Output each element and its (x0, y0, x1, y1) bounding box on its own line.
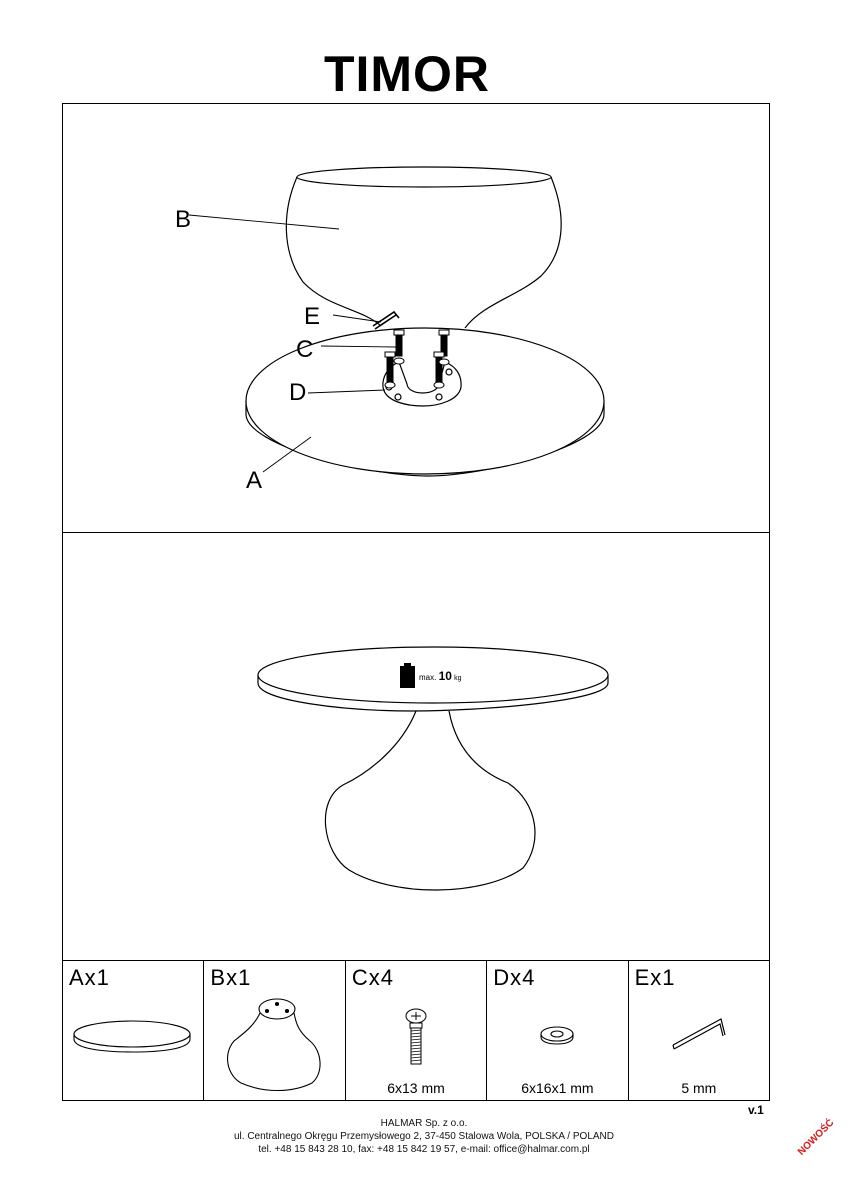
part-label: Ex1 (634, 965, 676, 990)
part-label: Ax1 (69, 965, 110, 990)
label-a: A (246, 467, 263, 494)
label-d: D (289, 379, 307, 406)
footer-address: ul. Centralnego Okręgu Przemysłowego 2, … (233, 1131, 614, 1142)
part-cell-d: Dx4 6x16x1 mm (487, 961, 629, 1100)
version-label: v.1 (748, 1103, 764, 1117)
footer-company: HALMAR Sp. z o.o. (380, 1118, 468, 1129)
washer-icon (540, 1026, 574, 1045)
allen-key-drawing (372, 310, 400, 330)
instruction-frame: B E C D A max. 10 kg Ax1 (62, 103, 770, 1101)
document-title: TIMOR (323, 46, 491, 102)
tabletop-surface (257, 646, 609, 704)
weight-icon (400, 663, 415, 688)
assembly-drawing (188, 166, 605, 477)
screws-drawing (384, 329, 450, 389)
leader-lines (188, 214, 397, 473)
label-c: C (296, 336, 314, 363)
part-dimension: 6x16x1 mm (521, 1080, 594, 1096)
max-value: 10 (438, 669, 452, 683)
parts-list: Ax1 Bx1 Cx4 (63, 961, 769, 1100)
assembly-panel: B E C D A (63, 104, 769, 533)
max-prefix: max. (419, 673, 437, 682)
screw-icon (405, 1008, 427, 1065)
footer: HALMAR Sp. z o.o. ul. Centralnego Okręgu… (0, 1117, 848, 1156)
part-label: Bx1 (210, 965, 252, 990)
label-e: E (304, 303, 321, 330)
part-dimension: 6x13 mm (387, 1080, 445, 1096)
part-cell-c: Cx4 6x13 mm (346, 961, 488, 1100)
tabletop-edge (257, 675, 609, 712)
part-cell-e: Ex1 5 mm (629, 961, 769, 1100)
assembled-table-drawing (257, 646, 609, 891)
part-b-icon (227, 998, 321, 1091)
allen-key-icon (672, 1018, 726, 1050)
base-shell-b-drawing (285, 166, 562, 329)
label-b: B (175, 206, 192, 233)
part-a-icon (73, 1020, 191, 1053)
part-label: Dx4 (493, 965, 536, 990)
base-body (324, 710, 536, 891)
footer-contact: tel. +48 15 843 28 10, fax: +48 15 842 1… (258, 1144, 590, 1155)
part-label: Cx4 (351, 965, 394, 990)
part-cell-a: Ax1 (63, 961, 205, 1100)
max-unit: kg (454, 675, 462, 682)
part-dimension: 5 mm (681, 1080, 717, 1096)
assembled-panel: max. 10 kg (63, 533, 769, 961)
part-cell-b: Bx1 (204, 961, 346, 1100)
